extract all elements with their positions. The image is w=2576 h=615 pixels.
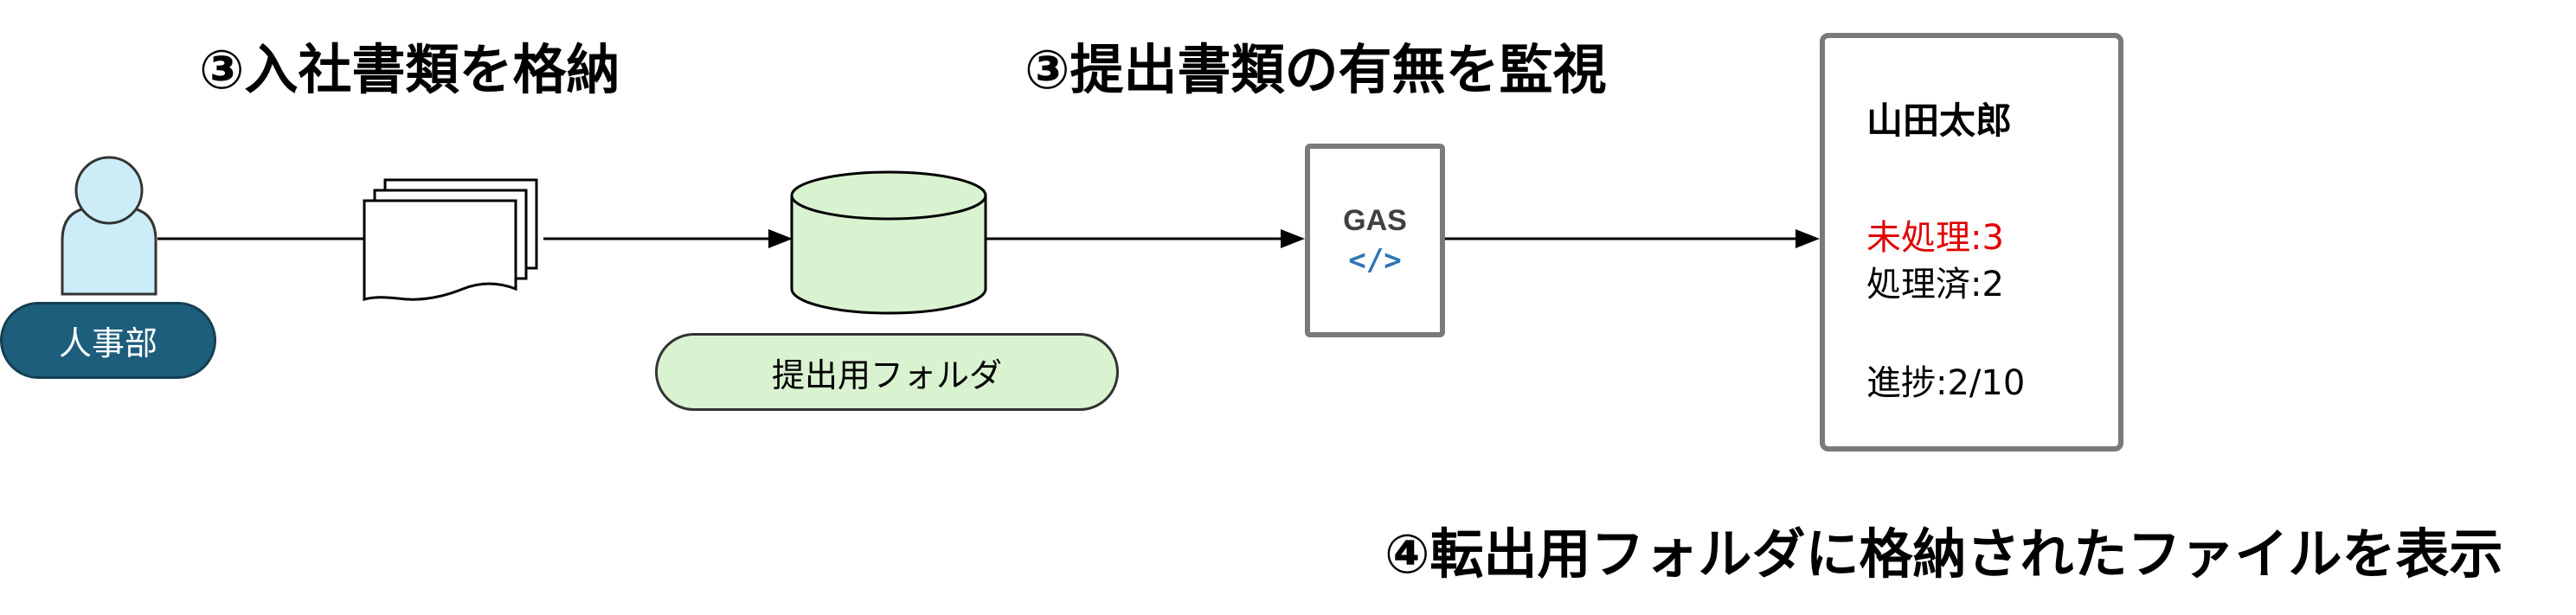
status-panel: 山田太郎 未処理:3 処理済:2 進捗:2/10: [1820, 33, 2123, 452]
employee-name: 山田太郎: [1866, 99, 2013, 142]
submission-folder-label-text: 提出用フォルダ: [771, 356, 1002, 394]
arrowhead-gas: [1281, 229, 1305, 248]
gas-label: GAS: [1343, 203, 1407, 237]
arrowhead-panel: [1795, 229, 1820, 248]
unprocessed-count: 未処理:3: [1866, 218, 2004, 258]
arrowhead-db: [768, 229, 793, 248]
code-icon: </>: [1348, 242, 1402, 278]
department-label-text: 人事部: [58, 324, 157, 362]
progress-count: 進捗:2/10: [1866, 363, 2026, 403]
submission-folder-label: 提出用フォルダ: [655, 333, 1119, 411]
heading-show-files: ④転出用フォルダに格納されたファイルを表示: [1384, 522, 2503, 586]
department-label: 人事部: [0, 302, 216, 379]
person-icon: [61, 156, 157, 296]
processed-count: 処理済:2: [1866, 265, 2004, 304]
database-icon: [790, 170, 987, 315]
gas-script-box: GAS </>: [1305, 144, 1445, 337]
documents-icon: [363, 178, 538, 301]
heading-store-docs: ③入社書類を格納: [199, 38, 620, 101]
heading-monitor-docs: ③提出書類の有無を監視: [1025, 38, 1607, 101]
